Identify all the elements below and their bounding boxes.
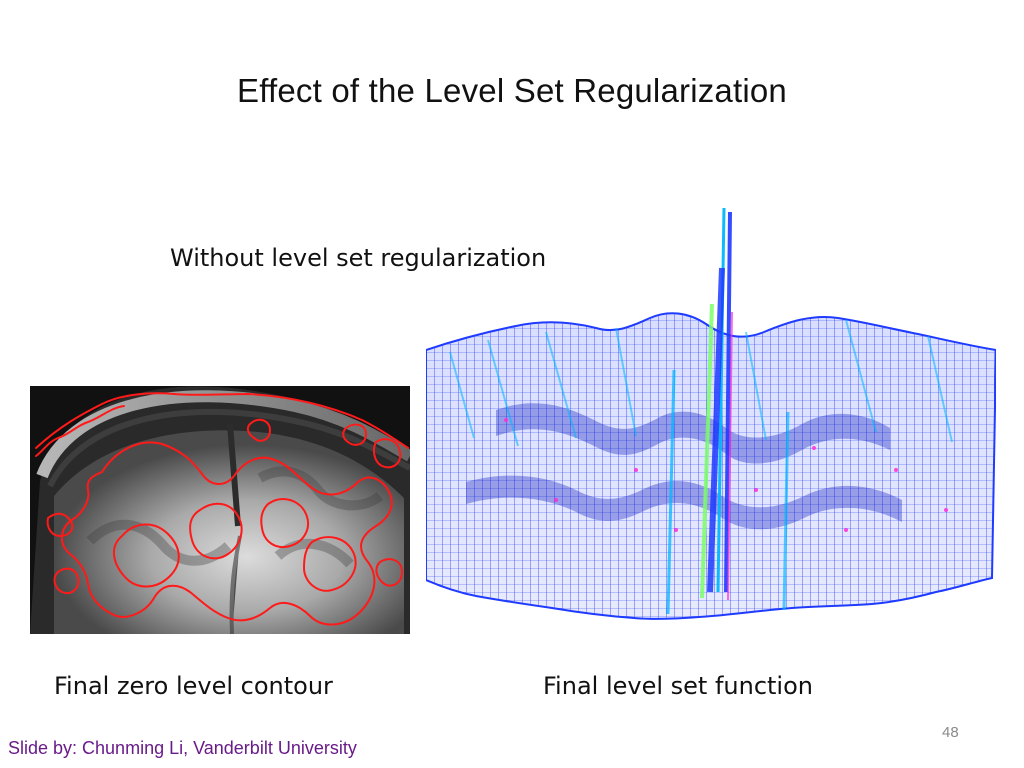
zero-level-contour — [35, 392, 409, 626]
figure-subtitle: Without level set regularization — [170, 244, 547, 272]
level-set-surface-plot — [426, 207, 996, 620]
slide-credit: Slide by: Chunming Li, Vanderbilt Univer… — [8, 738, 357, 758]
slide-title: Effect of the Level Set Regularization — [237, 72, 787, 109]
surface-spikes — [666, 207, 790, 615]
mri-brain-image — [30, 386, 410, 634]
caption-final-zero-level-contour: Final zero level contour — [54, 672, 333, 700]
caption-final-level-set-function: Final level set function — [543, 672, 813, 700]
slide-page-number: 48 — [942, 724, 959, 741]
